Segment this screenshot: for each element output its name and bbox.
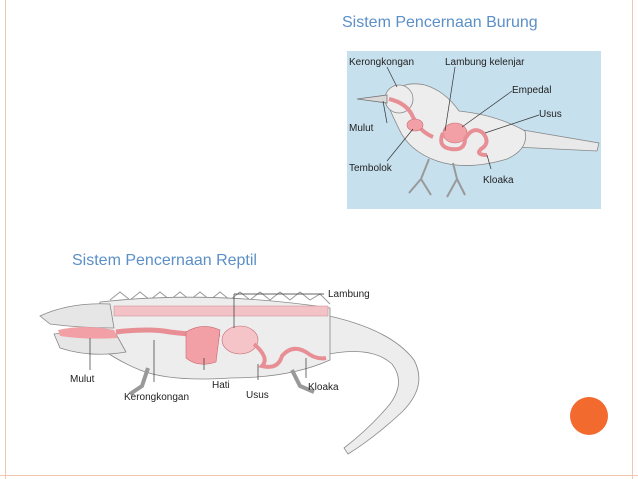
bird-title: Sistem Pencernaan Burung: [342, 14, 538, 31]
bird-label-usus: Usus: [539, 109, 562, 120]
reptile-spine: [113, 305, 329, 317]
reptile-spikes: [109, 291, 331, 305]
frame-line-left: [5, 0, 6, 479]
bird-diagram: Kerongkongan Lambung kelenjar Empedal Us…: [349, 57, 600, 198]
reptile-diagram: Lambung Mulut Hati Usus Kloaka Kerongkon…: [39, 289, 420, 455]
reptile-liver: [185, 326, 221, 365]
reptile-stomach: [221, 325, 259, 355]
reptile-label-kloaka: Kloaka: [308, 382, 339, 393]
reptile-upper-jaw: [39, 303, 115, 329]
bird-label-empedal: Empedal: [512, 85, 551, 96]
reptile-label-hati: Hati: [212, 380, 230, 391]
bird-label-kloaka: Kloaka: [483, 175, 514, 186]
bird-label-kerongkongan: Kerongkongan: [349, 57, 414, 68]
reptile-leg-front: [128, 367, 150, 396]
bird-intestine: [439, 128, 489, 157]
bird-label-mulut: Mulut: [349, 123, 374, 134]
reptile-tail: [319, 313, 420, 455]
reptile-label-lambung: Lambung: [328, 289, 370, 300]
reptile-label-mulut: Mulut: [70, 374, 95, 385]
bird-tail: [514, 128, 600, 152]
frame-line-bottom: [0, 475, 638, 476]
bird-leg-front: [408, 158, 432, 196]
reptile-mouth: [58, 327, 118, 339]
decorative-orange-circle: [570, 397, 608, 435]
frame-line-right: [632, 0, 633, 479]
reptile-label-usus: Usus: [246, 390, 269, 401]
reptile-intestine: [252, 342, 327, 369]
reptile-leg-back: [290, 369, 315, 394]
bird-beak: [356, 94, 388, 104]
reptile-title: Sistem Pencernaan Reptil: [72, 252, 257, 269]
bird-leg-back: [446, 162, 466, 198]
bird-label-tembolok: Tembolok: [349, 163, 393, 174]
bird-diagram-panel: Kerongkongan Lambung kelenjar Empedal Us…: [347, 51, 601, 209]
reptile-label-kerongkongan: Kerongkongan: [124, 392, 189, 403]
bird-esophagus: [388, 97, 434, 139]
bird-crop: [406, 118, 424, 132]
bird-label-lambung-kelenjar: Lambung kelenjar: [445, 57, 525, 68]
